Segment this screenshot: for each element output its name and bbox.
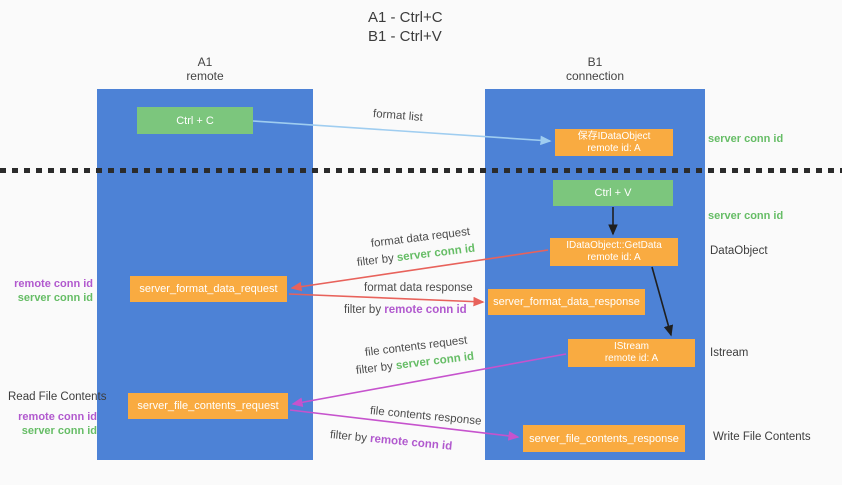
- filter-by-text-2: filter by: [344, 304, 385, 316]
- lifeline-header-a1: A1 remote: [97, 55, 313, 83]
- save-idataobject-line2: remote id: A: [587, 142, 641, 154]
- server-conn-id-annotation-file: server conn id: [21, 425, 97, 437]
- read-file-contents-annotation: Read File Contents: [8, 391, 107, 403]
- idataobject-getdata-box: IDataObject::GetData remote id: A: [550, 238, 678, 266]
- format-list-label: format list: [372, 108, 424, 124]
- save-idataobject-box: 保存IDataObject remote id: A: [555, 129, 673, 156]
- server-file-contents-request-label: server_file_contents_request: [137, 400, 279, 412]
- remote-conn-id-filter-2: remote conn id: [369, 432, 453, 453]
- dataobject-annotation: DataObject: [710, 245, 768, 257]
- format-data-response-label: format data response: [364, 282, 473, 294]
- title-line-2: B1 - Ctrl+V: [368, 28, 442, 45]
- filter-by-text-4: filter by: [329, 429, 371, 445]
- server-format-data-request-box: server_format_data_request: [130, 276, 287, 302]
- server-format-data-response-label: server_format_data_response: [493, 296, 640, 308]
- server-conn-id-annotation-format: server conn id: [17, 292, 93, 304]
- lifeline-header-b1: B1 connection: [485, 55, 705, 83]
- format-data-response-filter: filter by remote conn id: [344, 304, 467, 316]
- getdata-line2: remote id: A: [587, 252, 641, 263]
- remote-conn-id-annotation-format: remote conn id: [14, 278, 93, 290]
- title-line-1: A1 - Ctrl+C: [368, 9, 443, 26]
- lifeline-a1-role: remote: [186, 69, 224, 83]
- getdata-line1: IDataObject::GetData: [566, 240, 662, 251]
- server-file-contents-request-box: server_file_contents_request: [128, 393, 288, 419]
- ctrl-v-box: Ctrl + V: [553, 180, 673, 206]
- server-file-contents-response-box: server_file_contents_response: [523, 425, 685, 452]
- server-format-data-response-box: server_format_data_response: [488, 289, 645, 315]
- ctrl-c-label: Ctrl + C: [176, 114, 214, 127]
- server-conn-id-annotation-top: server conn id: [708, 133, 784, 145]
- server-file-contents-response-label: server_file_contents_response: [529, 432, 679, 445]
- write-file-contents-annotation: Write File Contents: [713, 431, 811, 443]
- istream-line2: remote id: A: [604, 353, 659, 364]
- file-contents-response-label: file contents response: [369, 405, 482, 428]
- remote-conn-id-filter-1: remote conn id: [384, 304, 467, 316]
- istream-box: IStream remote id: A: [568, 339, 695, 367]
- remote-conn-id-annotation-file: remote conn id: [18, 411, 97, 423]
- lifeline-b1-role: connection: [565, 69, 625, 83]
- server-format-data-request-label: server_format_data_request: [139, 283, 278, 295]
- format-data-response-arrow: [288, 293, 485, 307]
- istream-annotation: Istream: [710, 347, 749, 359]
- filter-by-text-1: filter by: [356, 252, 398, 269]
- lifeline-a1-name: A1: [197, 55, 213, 69]
- istream-line1: IStream: [613, 341, 649, 352]
- file-contents-response-filter: filter by remote conn id: [329, 429, 452, 453]
- lifeline-b1-name: B1: [587, 55, 603, 69]
- ctrl-c-box: Ctrl + C: [137, 107, 253, 134]
- server-conn-id-filter-1: server conn id: [396, 242, 476, 265]
- save-idataobject-line1: 保存IDataObject: [577, 130, 651, 142]
- filter-by-text-3: filter by: [355, 360, 397, 377]
- machine-separator-line: [0, 168, 842, 173]
- server-conn-id-annotation-mid: server conn id: [708, 210, 784, 222]
- ctrl-v-label: Ctrl + V: [594, 187, 632, 199]
- diagram-title: A1 - Ctrl+C B1 - Ctrl+V: [368, 8, 443, 46]
